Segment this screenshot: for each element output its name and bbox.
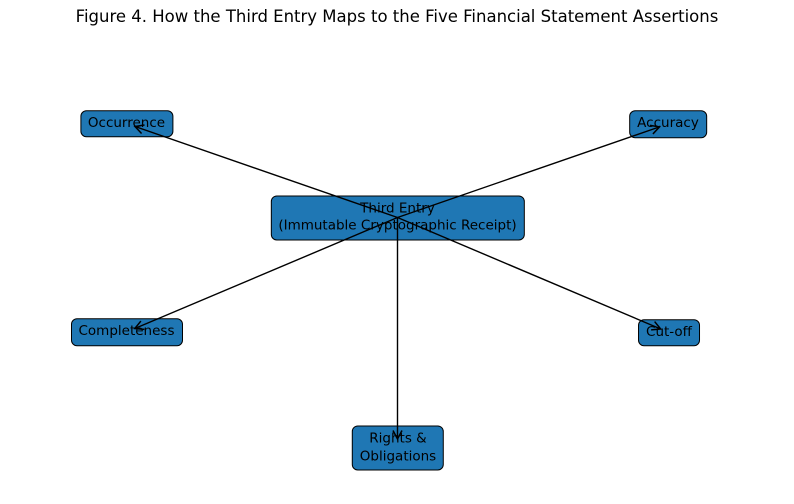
- node-accuracy: Accuracy: [629, 110, 707, 138]
- node-third-entry: Third Entry (Immutable Cryptographic Rec…: [270, 194, 525, 241]
- node-occurrence: Occurrence: [79, 109, 174, 138]
- node-completeness: Completeness: [70, 318, 183, 346]
- node-cut-off: Cut-off: [638, 318, 700, 347]
- node-rights-obligations: Rights & Obligations: [351, 425, 445, 471]
- figure-title: Figure 4. How the Third Entry Maps to th…: [75, 7, 719, 26]
